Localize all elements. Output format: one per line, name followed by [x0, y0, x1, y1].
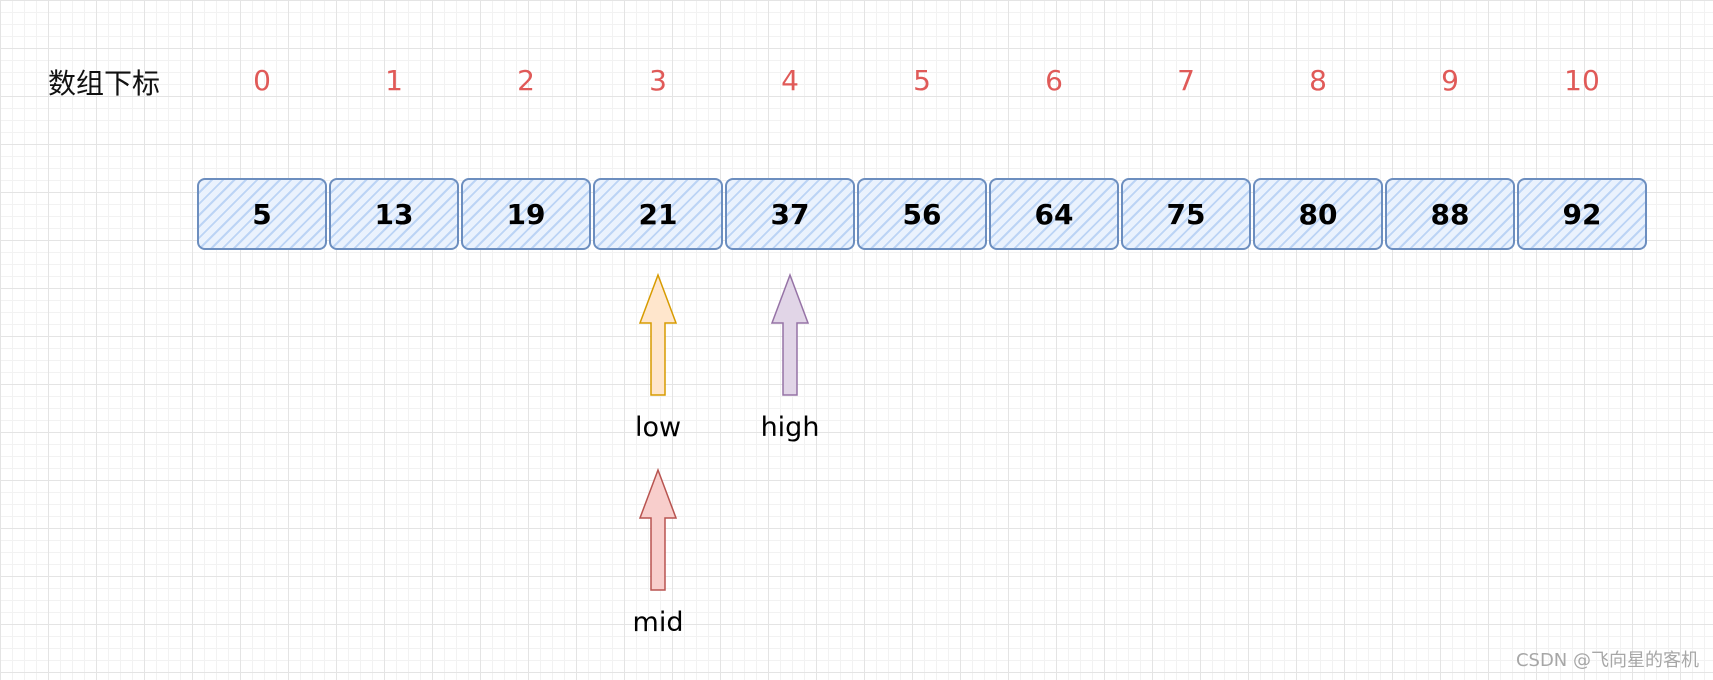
mid-pointer-arrow [638, 467, 678, 591]
index-label: 10 [1564, 64, 1600, 97]
index-label: 7 [1177, 64, 1195, 97]
low-pointer-arrow [638, 272, 678, 396]
watermark: CSDN @飞向星的客机 [1515, 650, 1699, 671]
index-label: 1 [385, 64, 403, 97]
array-cell: 19 [461, 178, 591, 250]
index-label: 4 [781, 64, 799, 97]
index-label: 5 [913, 64, 931, 97]
array-cell: 56 [857, 178, 987, 250]
array-cell: 92 [1517, 178, 1647, 250]
array-cell: 13 [329, 178, 459, 250]
index-label: 8 [1309, 64, 1327, 97]
array-cell: 5 [197, 178, 327, 250]
high-pointer-label: high [760, 412, 820, 443]
index-label: 6 [1045, 64, 1063, 97]
high-pointer-arrow [770, 272, 810, 396]
index-label: 0 [253, 64, 271, 97]
low-pointer-label: low [634, 412, 682, 443]
array-cell: 21 [593, 178, 723, 250]
array-cell: 64 [989, 178, 1119, 250]
array-cell: 88 [1385, 178, 1515, 250]
index-label: 9 [1441, 64, 1459, 97]
index-label: 3 [649, 64, 667, 97]
index-label: 2 [517, 64, 535, 97]
row-label-array-index: 数组下标 [48, 67, 161, 100]
array-cell: 37 [725, 178, 855, 250]
array-cell: 75 [1121, 178, 1251, 250]
array-cell: 80 [1253, 178, 1383, 250]
mid-pointer-label: mid [632, 607, 684, 638]
